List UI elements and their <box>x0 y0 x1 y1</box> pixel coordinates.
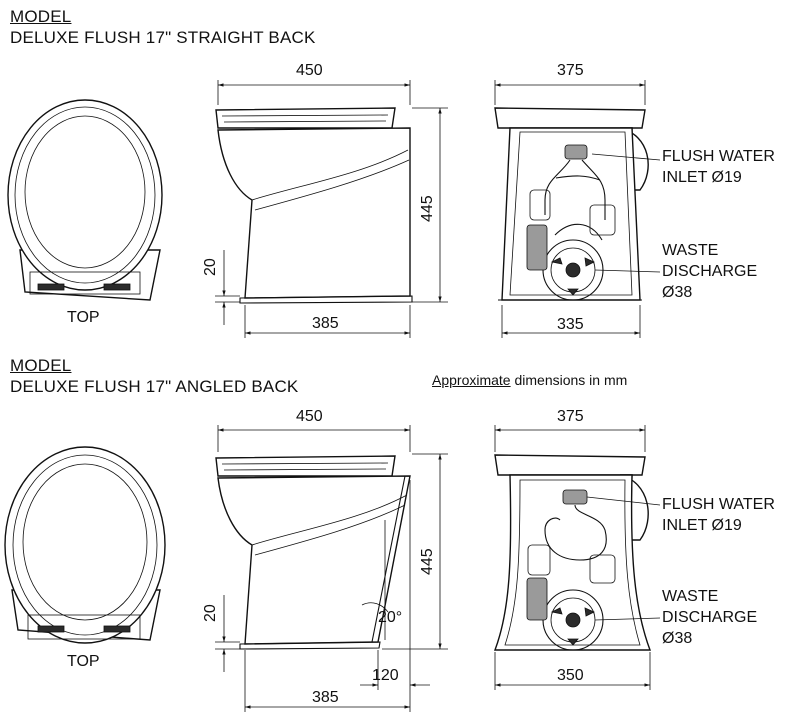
rear-view-straight <box>494 80 661 338</box>
dim-width-top-straight: 450 <box>296 62 323 79</box>
flush-label-1-bottom: FLUSH WATER <box>662 496 775 513</box>
approx-rest: dimensions in mm <box>510 372 628 388</box>
model-name-bottom: DELUXE FLUSH 17" ANGLED BACK <box>10 377 299 396</box>
dim-angle: 20° <box>378 609 403 626</box>
dim-offset: 120 <box>372 667 399 684</box>
dim-rear-top-straight: 375 <box>557 62 584 79</box>
rear-view-angled <box>493 425 661 690</box>
top-view-angled <box>4 446 166 644</box>
flush-label-2-bottom: INLET Ø19 <box>662 517 742 534</box>
flush-label-1-top: FLUSH WATER <box>662 148 775 165</box>
model-label-top: MODEL <box>10 7 72 26</box>
model-label-bottom: MODEL <box>10 356 72 375</box>
dim-height-angled: 445 <box>419 548 436 575</box>
dim-rear-bottom-angled: 350 <box>557 667 584 684</box>
dim-base-angled: 20 <box>202 604 219 622</box>
top-label-bottom: TOP <box>67 653 100 670</box>
waste-label-3-top: Ø38 <box>662 284 693 301</box>
top-label-top: TOP <box>67 309 100 326</box>
dim-rear-top-angled: 375 <box>557 408 584 425</box>
waste-label-2-bottom: DISCHARGE <box>662 609 758 626</box>
dim-width-bottom-straight: 385 <box>312 315 339 332</box>
waste-label-2-top: DISCHARGE <box>662 263 758 280</box>
model-name-top: DELUXE FLUSH 17" STRAIGHT BACK <box>10 28 316 47</box>
dim-width-bottom-angled: 385 <box>312 689 339 706</box>
approx-note: Approximate dimensions in mm <box>432 373 627 387</box>
dim-width-top-angled: 450 <box>296 408 323 425</box>
dim-height-straight: 445 <box>419 195 436 222</box>
waste-label-1-top: WASTE <box>662 242 719 259</box>
dim-rear-bottom-straight: 335 <box>557 316 584 333</box>
top-view-straight <box>7 99 163 301</box>
waste-label-3-bottom: Ø38 <box>662 630 693 647</box>
waste-label-1-bottom: WASTE <box>662 588 719 605</box>
side-view-angled <box>215 425 448 712</box>
flush-label-2-top: INLET Ø19 <box>662 169 742 186</box>
approx-word: Approximate <box>432 372 511 388</box>
dim-base-straight: 20 <box>202 258 219 276</box>
side-view-straight <box>215 80 448 338</box>
